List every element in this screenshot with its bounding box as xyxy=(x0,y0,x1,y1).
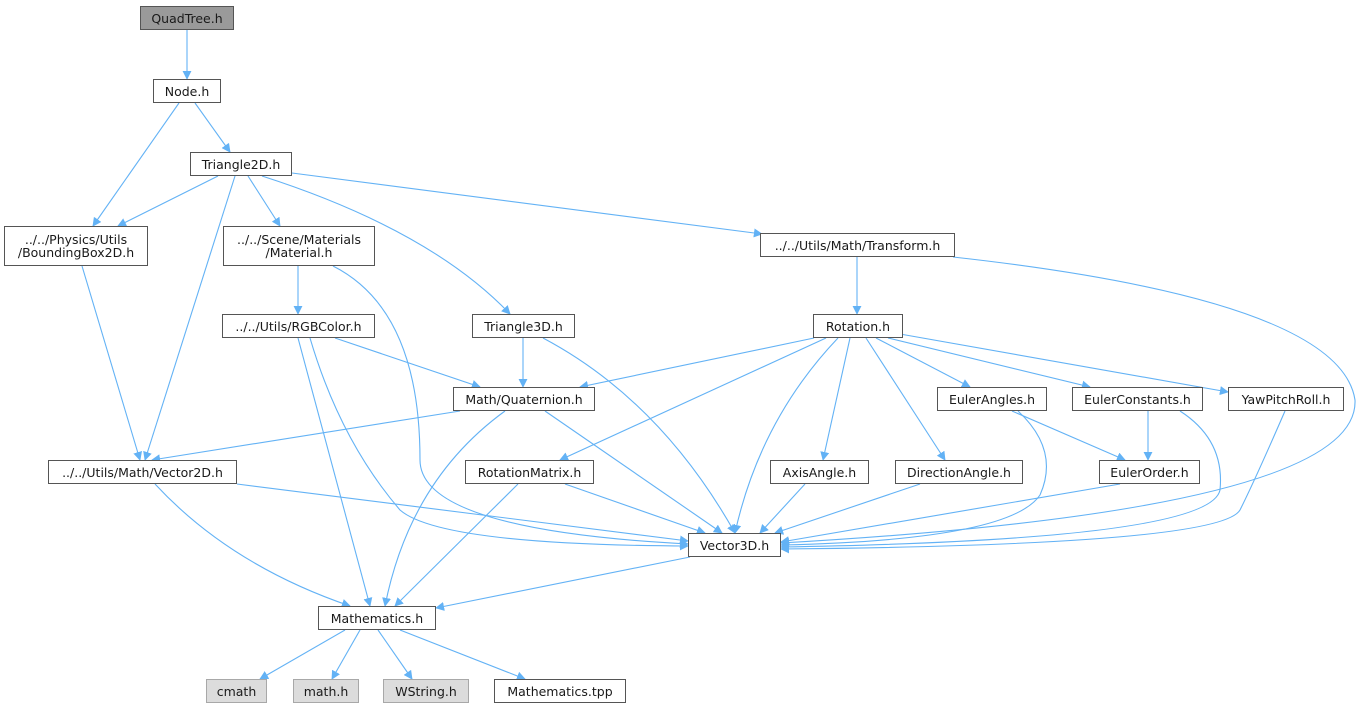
edge-triangle2d-to-vector2d xyxy=(143,175,236,461)
node-cmath[interactable]: cmath xyxy=(206,679,267,703)
node-directionangle-h[interactable]: DirectionAngle.h xyxy=(895,460,1023,484)
edge-boundingbox2d-to-vector2d xyxy=(81,265,142,461)
edge-rotation-to-vector3d xyxy=(732,337,839,534)
edge-quaternion-to-mathematics xyxy=(382,410,506,607)
edge-rotation-to-axisangle xyxy=(820,337,851,461)
edge-rgbcolor-to-mathematics xyxy=(297,337,373,607)
node-quadtree-h[interactable]: QuadTree.h xyxy=(140,6,234,30)
edge-node-to-boundingbox2d xyxy=(92,102,180,227)
node-rotationmatrix-h[interactable]: RotationMatrix.h xyxy=(465,460,594,484)
edge-rotation-to-yawpitchroll xyxy=(899,333,1229,396)
edge-rotation-to-eulerconstants xyxy=(887,337,1091,390)
edge-mathematics-to-wstring xyxy=(377,629,413,680)
node-axisangle-h[interactable]: AxisAngle.h xyxy=(770,460,869,484)
node-wstring-h[interactable]: WString.h xyxy=(383,679,469,703)
edge-rotation-to-rotationmatrix xyxy=(559,337,827,461)
edge-rgbcolor-to-quaternion xyxy=(334,337,481,389)
node-vector2d-h[interactable]: ../../Utils/Math/Vector2D.h xyxy=(48,460,237,484)
edge-yawpitchroll-to-vector3d xyxy=(780,410,1286,554)
edge-rotation-to-directionangle xyxy=(865,337,946,461)
node-vector3d-h[interactable]: Vector3D.h xyxy=(688,533,781,557)
edge-triangle2d-to-material xyxy=(247,175,281,227)
edge-rotationmatrix-to-vector3d xyxy=(564,483,706,535)
edge-triangle3d-to-vector3d xyxy=(542,337,736,534)
edge-transform-to-vector3d xyxy=(780,256,1356,548)
edge-triangle2d-to-transform xyxy=(291,172,763,238)
edge-material-to-vector3d xyxy=(332,265,689,549)
node-triangle3d-h[interactable]: Triangle3D.h xyxy=(472,314,575,338)
node-mathematics-h[interactable]: Mathematics.h xyxy=(318,606,436,630)
edge-eulerangles-to-vector3d xyxy=(780,410,1047,550)
node-triangle2d-h[interactable]: Triangle2D.h xyxy=(190,152,292,176)
node-math-h[interactable]: math.h xyxy=(293,679,359,703)
edge-rotation-to-eulerangles xyxy=(875,337,971,388)
edge-quaternion-to-vector3d xyxy=(544,410,723,534)
edge-mathematics-to-mathematics-tpp xyxy=(399,629,526,681)
edge-eulerconstants-to-vector3d xyxy=(780,410,1222,552)
edge-eulerorder-to-vector3d xyxy=(780,483,1121,546)
node-boundingbox2d-h[interactable]: ../../Physics/Utils /BoundingBox2D.h xyxy=(4,226,148,266)
edge-axisangle-to-vector3d xyxy=(759,483,806,534)
node-eulerangles-h[interactable]: EulerAngles.h xyxy=(937,387,1047,411)
node-node-h[interactable]: Node.h xyxy=(153,79,221,103)
edge-rgbcolor-to-vector3d xyxy=(309,337,689,551)
node-eulerorder-h[interactable]: EulerOrder.h xyxy=(1099,460,1200,484)
node-mathematics-tpp[interactable]: Mathematics.tpp xyxy=(494,679,626,703)
edge-mathematics-to-cmath xyxy=(259,629,346,680)
node-rgbcolor-h[interactable]: ../../Utils/RGBColor.h xyxy=(222,314,375,338)
edge-vector3d-to-mathematics xyxy=(435,556,691,611)
edge-rotation-to-quaternion xyxy=(579,337,815,390)
edge-vector2d-to-vector3d xyxy=(236,483,689,545)
edge-eulerangles-to-eulerorder xyxy=(1011,410,1126,461)
node-transform-h[interactable]: ../../Utils/Math/Transform.h xyxy=(760,233,955,257)
node-quaternion-h[interactable]: Math/Quaternion.h xyxy=(453,387,595,411)
edge-directionangle-to-vector3d xyxy=(774,483,921,535)
edge-vector2d-to-mathematics xyxy=(154,483,351,608)
edge-quaternion-to-vector2d xyxy=(151,410,461,464)
node-material-h[interactable]: ../../Scene/Materials /Material.h xyxy=(223,226,375,266)
edge-rotationmatrix-to-mathematics xyxy=(394,483,519,607)
edge-mathematics-to-math-h xyxy=(331,629,361,680)
edge-triangle2d-to-boundingbox2d xyxy=(117,175,219,227)
edge-triangle2d-to-triangle3d xyxy=(261,175,511,315)
node-eulerconstants-h[interactable]: EulerConstants.h xyxy=(1072,387,1203,411)
edge-node-to-triangle2d xyxy=(194,102,231,153)
node-yawpitchroll-h[interactable]: YawPitchRoll.h xyxy=(1228,387,1344,411)
node-rotation-h[interactable]: Rotation.h xyxy=(813,314,903,338)
